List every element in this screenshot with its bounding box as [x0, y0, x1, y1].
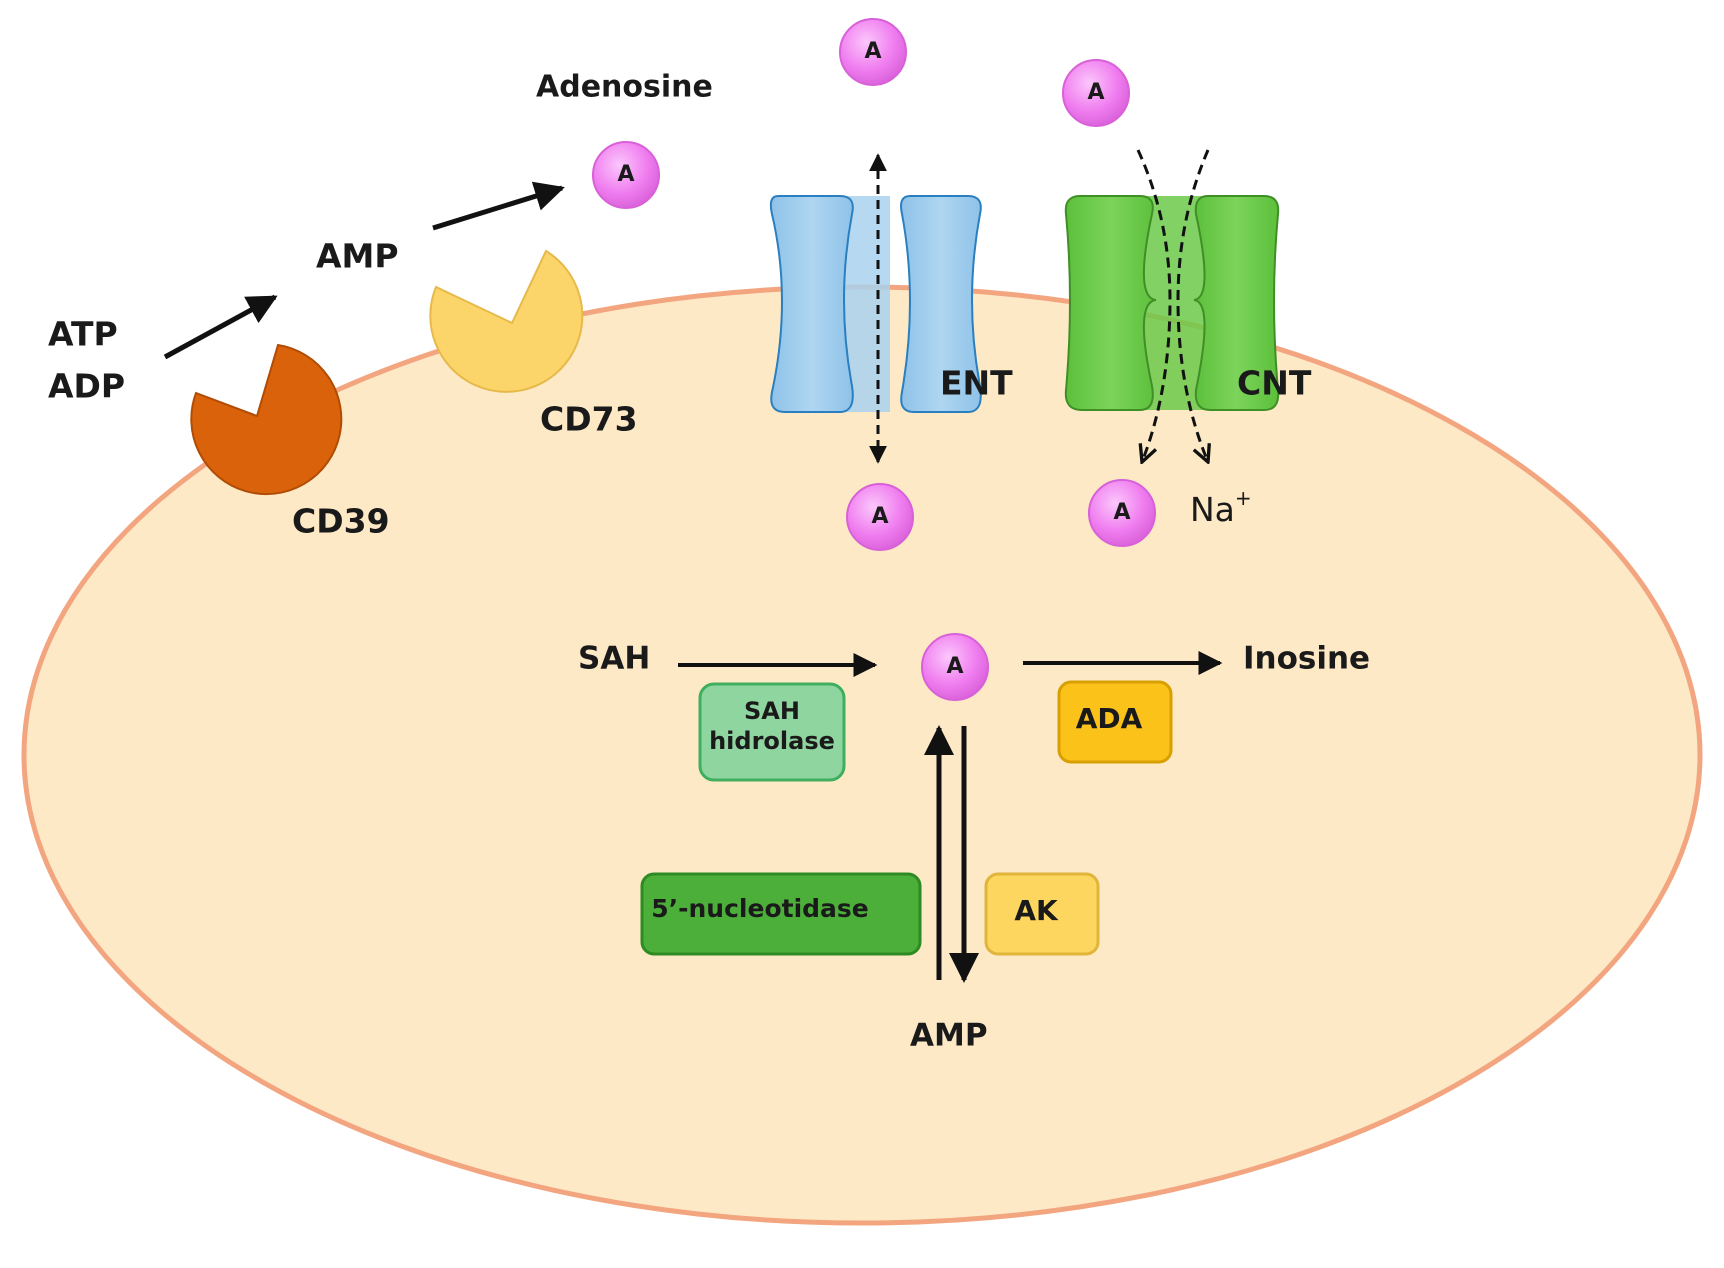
ak-box: AK [984, 872, 1100, 956]
svg-text:A: A [946, 654, 963, 679]
atp-label: ATP [48, 315, 118, 354]
adenosine-molecule: A [839, 18, 907, 86]
sodium-label: Na+ [1190, 486, 1252, 529]
svg-text:A: A [864, 39, 881, 64]
adenosine-molecule: A [921, 633, 989, 701]
adenosine-molecule: A [592, 141, 660, 209]
cd73-enzyme [429, 249, 584, 393]
sah-hydrolase-label-line1: SAH [744, 697, 800, 725]
adp-label: ADP [48, 367, 125, 406]
ent-label: ENT [940, 364, 1013, 403]
arrow-amp-to-adenosine [432, 181, 565, 231]
cnt-label: CNT [1237, 364, 1312, 403]
adenosine-label: Adenosine [536, 70, 713, 105]
svg-text:A: A [1087, 80, 1104, 105]
amp-inside-label: AMP [910, 1018, 988, 1054]
ak-label: AK [1014, 894, 1059, 927]
amp-outside-label: AMP [316, 237, 399, 276]
nucleotidase-box: 5’-nucleotidase [640, 872, 922, 956]
svg-text:A: A [617, 162, 634, 187]
cd39-label: CD39 [292, 502, 390, 541]
inosine-label: Inosine [1243, 641, 1370, 677]
adenosine-molecule: A [1062, 59, 1130, 127]
svg-text:A: A [1113, 500, 1130, 525]
cnt-sodium-arrow [1176, 149, 1208, 462]
nucleotidase-label: 5’-nucleotidase [651, 894, 869, 923]
adenosine-molecule: A [1088, 479, 1156, 547]
cnt-transporter [1064, 195, 1280, 411]
sah-hydrolase-label-line2: hidrolase [709, 727, 835, 755]
cd73-label: CD73 [540, 400, 638, 439]
svg-text:A: A [871, 504, 888, 529]
ada-box: ADA [1057, 680, 1173, 764]
cd39-enzyme [190, 343, 343, 496]
adenosine-molecule: A [846, 483, 914, 551]
sah-label: SAH [578, 641, 650, 677]
sah-hydrolase-box: SAH hidrolase [698, 682, 846, 782]
arrow-atp-to-amp [163, 294, 278, 360]
ada-label: ADA [1076, 702, 1143, 735]
